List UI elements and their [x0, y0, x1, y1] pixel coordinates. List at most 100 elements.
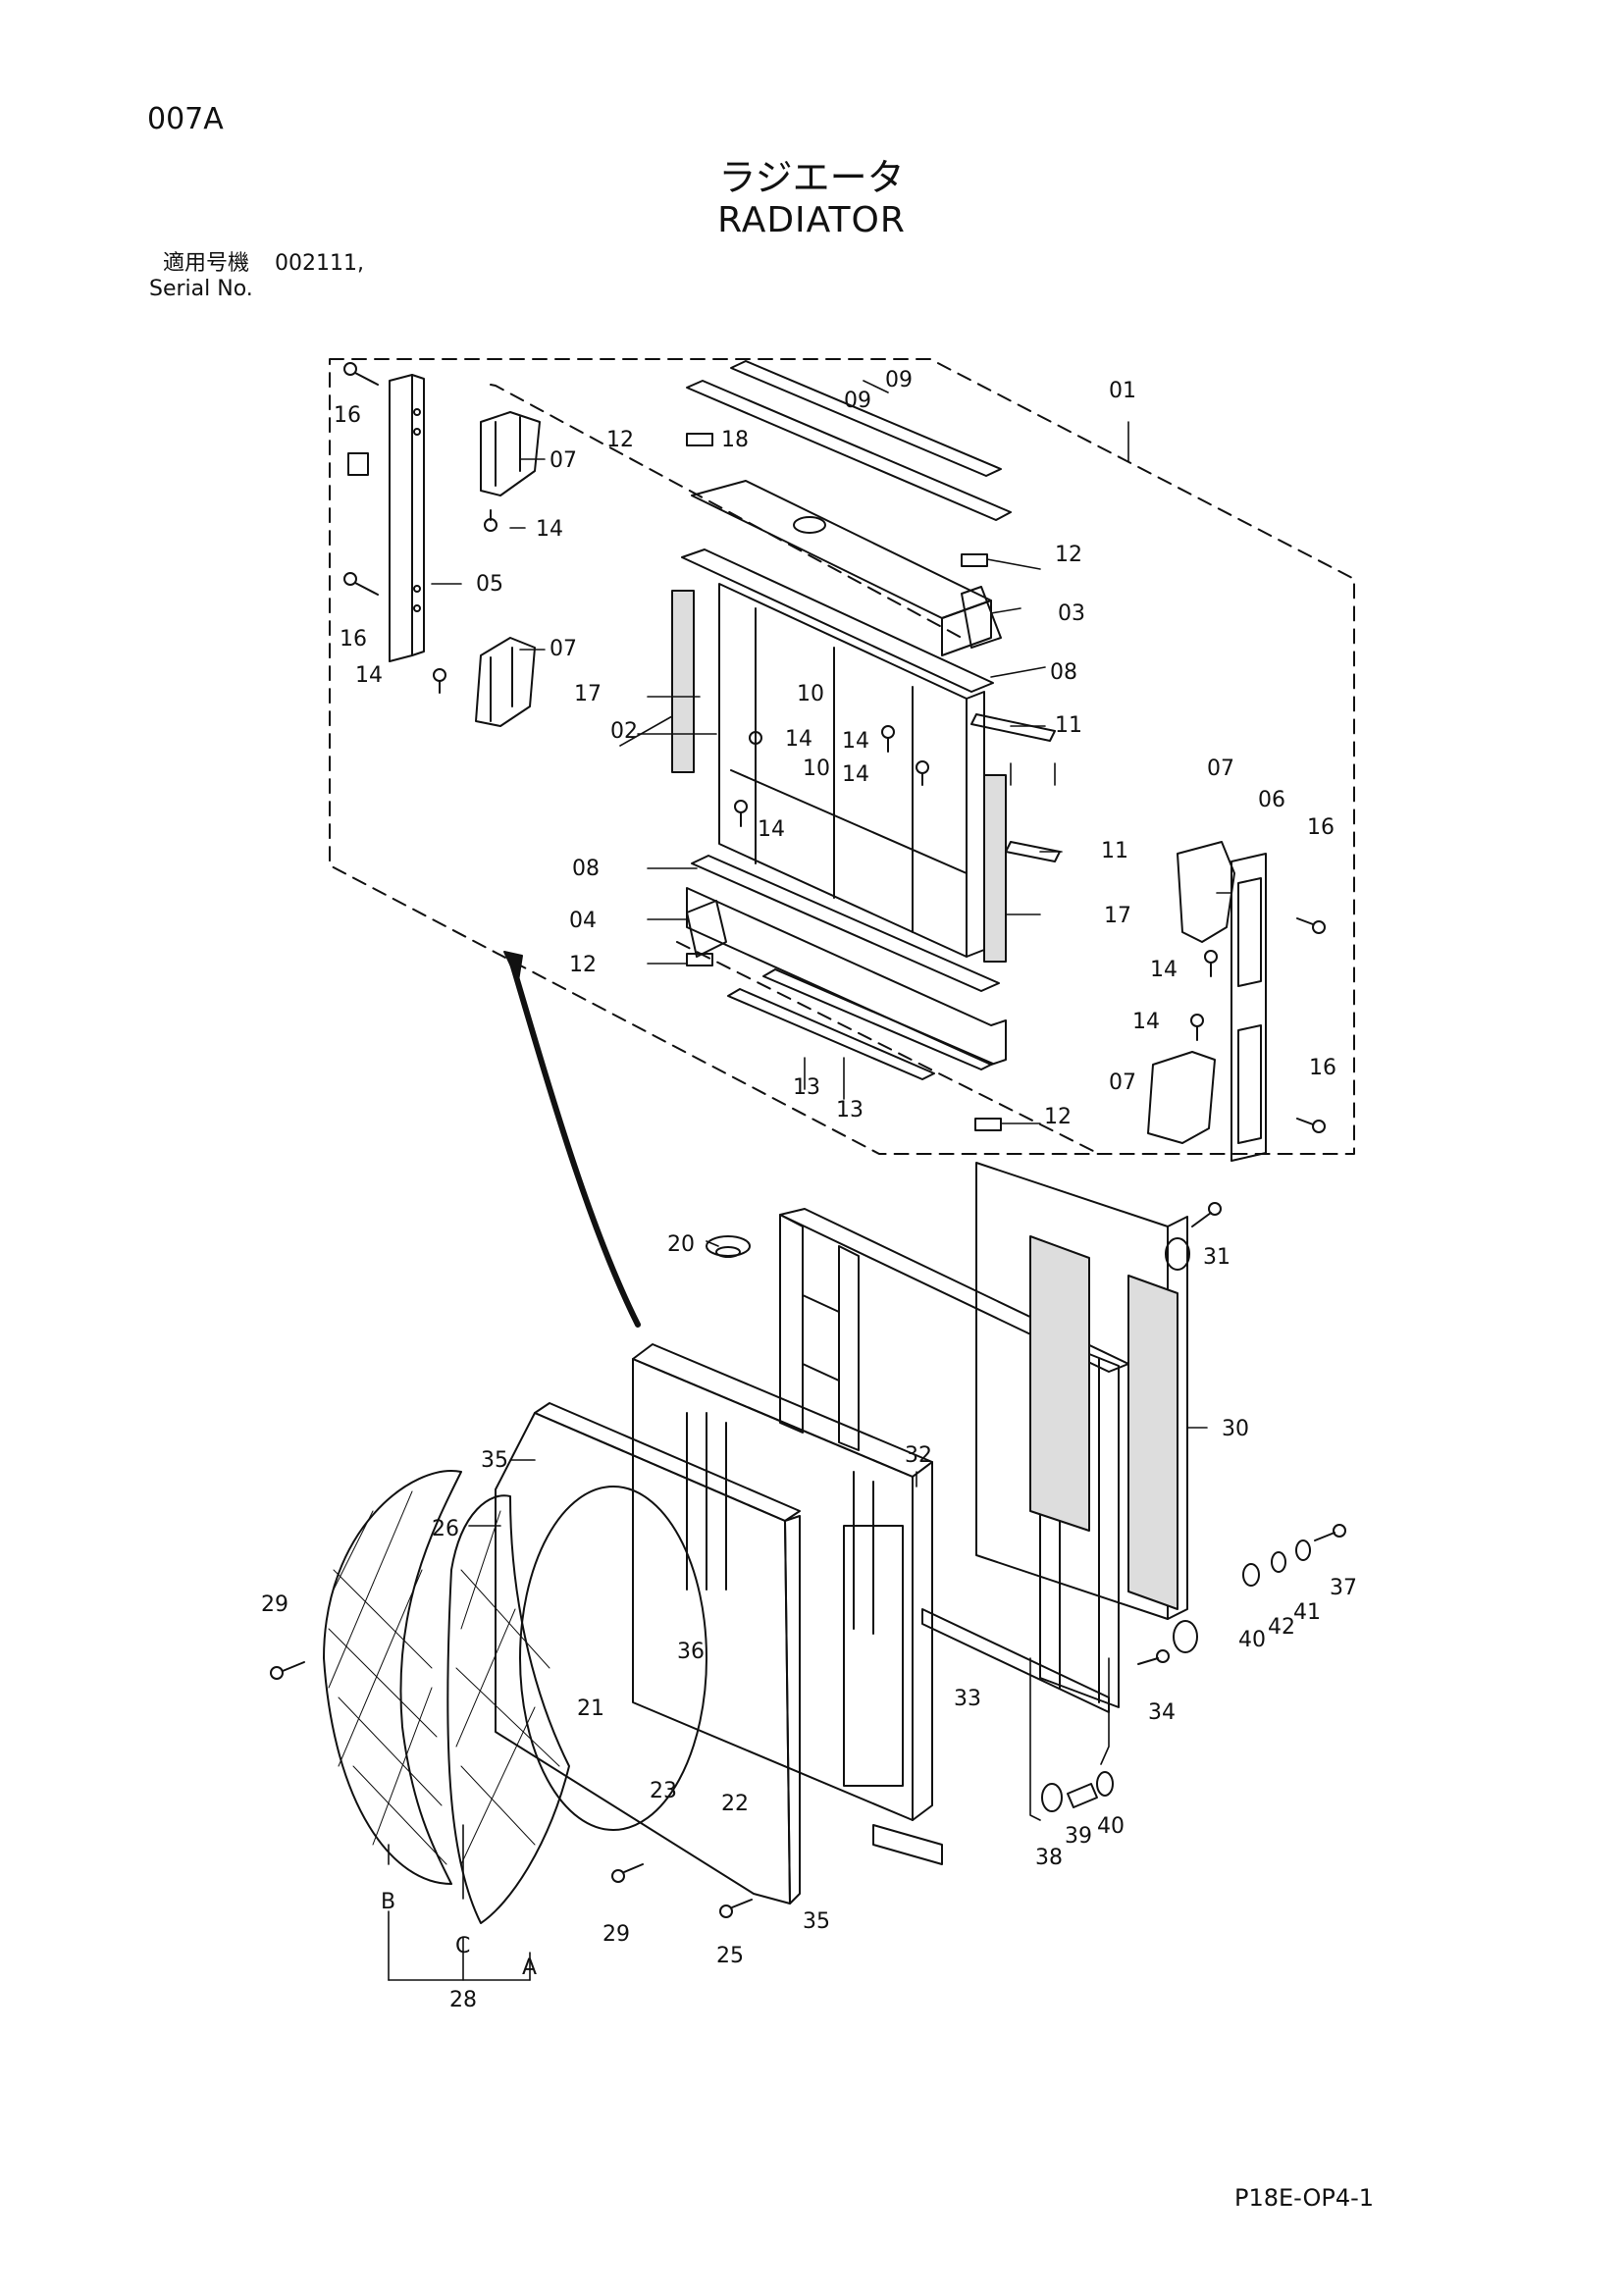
callout-14: 14	[355, 663, 383, 688]
shim-12-d	[974, 1118, 1002, 1131]
callout-07: 07	[1109, 1070, 1136, 1095]
callout-08: 08	[572, 857, 600, 881]
washer-42	[1271, 1551, 1286, 1573]
callout-39: 39	[1065, 1824, 1092, 1849]
bolt-29-b	[611, 1863, 644, 1883]
oil-cooler-30	[975, 1162, 1198, 1653]
bolt-34	[1137, 1649, 1170, 1665]
right-bracket-06	[1230, 853, 1267, 1162]
callout-40: 40	[1238, 1628, 1266, 1652]
callout-07: 07	[1207, 757, 1234, 781]
seal-17-left	[671, 590, 695, 773]
callout-30: 30	[1222, 1417, 1249, 1441]
bolt-14-b	[433, 668, 446, 694]
bolt-16-b	[343, 572, 379, 596]
callout-29: 29	[261, 1592, 288, 1617]
callout-02: 02	[610, 719, 638, 744]
radiator-cap-20	[706, 1235, 751, 1258]
callout-14: 14	[758, 817, 785, 842]
assembly-arrow	[507, 954, 641, 1328]
callout-13: 13	[836, 1098, 864, 1122]
callout-18: 18	[721, 428, 749, 452]
callout-16: 16	[1309, 1056, 1336, 1080]
callout-16: 16	[334, 403, 361, 428]
callout-14: 14	[1132, 1010, 1160, 1034]
serial-block: 適用号機 002111, Serial No.	[149, 251, 364, 302]
callout-33: 33	[954, 1687, 981, 1711]
bolt-14-e	[916, 760, 929, 786]
plate-08-bottom	[691, 855, 1000, 992]
subassembly-outline	[329, 358, 1355, 1155]
callout-12: 12	[569, 953, 597, 977]
left-bracket-05	[347, 374, 425, 662]
callout-14: 14	[842, 729, 869, 754]
callout-12: 12	[1044, 1105, 1072, 1129]
callout-10: 10	[803, 757, 830, 781]
fan-guard-28	[323, 1470, 570, 1924]
callout-34: 34	[1148, 1700, 1176, 1725]
callout-21: 21	[577, 1696, 604, 1721]
serial-label-en: Serial No.	[149, 277, 253, 301]
serial-value: 002111,	[275, 251, 364, 276]
callout-36: 36	[677, 1640, 705, 1664]
bolt-14-f	[734, 800, 748, 827]
serial-label-jp: 適用号機	[163, 251, 250, 276]
callout-40: 40	[1097, 1814, 1125, 1839]
callout-26: 26	[432, 1517, 459, 1541]
callout-16: 16	[1307, 815, 1335, 840]
bolt-37	[1314, 1524, 1346, 1541]
callout-22: 22	[721, 1792, 749, 1816]
plate-13-a	[762, 968, 994, 1070]
callout-17: 17	[574, 682, 602, 706]
top-tank-03	[691, 480, 1002, 656]
callout-38: 38	[1035, 1846, 1063, 1870]
callout-05: 05	[476, 572, 503, 597]
callout-07: 07	[550, 637, 577, 661]
callout-09: 09	[844, 389, 871, 413]
callout-16: 16	[340, 627, 367, 652]
callout-17: 17	[1104, 904, 1131, 928]
plate-13-b	[727, 988, 935, 1080]
callout-41: 41	[1293, 1600, 1321, 1625]
shim-12-a	[686, 433, 713, 446]
bracket-07-lower-right	[1147, 1051, 1216, 1144]
plate-09-b	[730, 360, 1002, 477]
bracket-07-upper-right	[1177, 841, 1235, 943]
callout-03: 03	[1058, 601, 1085, 626]
callout-20: 20	[667, 1232, 695, 1257]
callout-11: 11	[1055, 713, 1082, 738]
hose-39	[1067, 1783, 1098, 1808]
bolt-16-d	[1296, 1118, 1326, 1133]
callout-14: 14	[842, 762, 869, 787]
bolt-14-g	[1204, 950, 1218, 977]
callout-11: 11	[1101, 839, 1128, 863]
callout-32: 32	[905, 1443, 932, 1468]
radiator-core-02	[718, 583, 985, 958]
callout-14: 14	[536, 517, 563, 542]
callout-labels: 01 02 03 04 05 06 07 07 07 07 08 08 09 0…	[261, 368, 1357, 2012]
callout-06: 06	[1258, 788, 1285, 812]
bolt-14-a	[484, 509, 497, 532]
shim-12-b	[961, 553, 988, 567]
callout-13: 13	[793, 1075, 820, 1100]
bolt-16-c	[1296, 917, 1326, 934]
bracket-07-lower-left	[475, 637, 536, 727]
plate-08-top	[681, 548, 994, 693]
callout-31: 31	[1203, 1245, 1230, 1270]
callout-35: 35	[481, 1448, 508, 1473]
callout-01: 01	[1109, 379, 1136, 403]
callout-a: A	[522, 1956, 537, 1980]
callout-35: 35	[803, 1909, 830, 1934]
callout-23: 23	[650, 1779, 677, 1803]
callout-29: 29	[602, 1922, 630, 1947]
bolt-25	[719, 1899, 753, 1918]
callout-c: C	[455, 1934, 470, 1958]
seal-17-right	[983, 774, 1007, 963]
title-japanese: ラジエータ	[718, 156, 905, 199]
callout-25: 25	[716, 1944, 744, 1968]
shim-12-c	[686, 953, 713, 966]
footer-code: P18E-OP4-1	[1234, 2184, 1375, 2212]
clamp-40-a	[1096, 1771, 1114, 1797]
callout-08: 08	[1050, 660, 1077, 685]
callout-37: 37	[1330, 1576, 1357, 1600]
